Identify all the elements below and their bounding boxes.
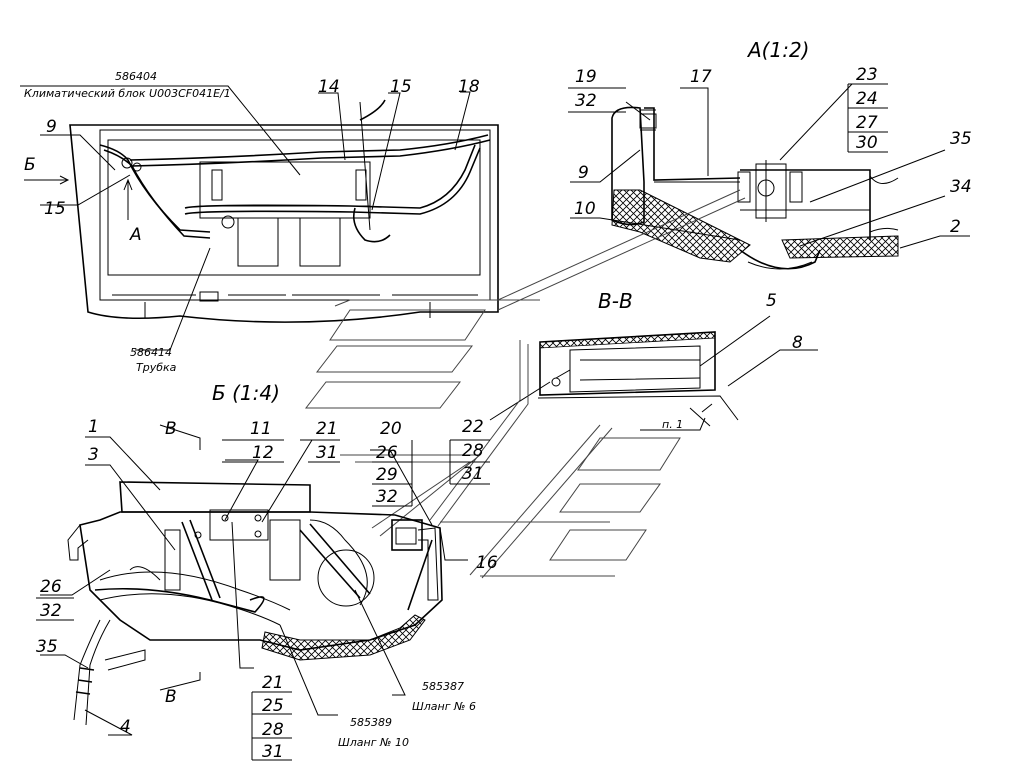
note-p1: п. 1	[662, 418, 683, 431]
callout-18: 18	[458, 77, 480, 97]
callout-34: 34	[950, 177, 972, 197]
marker-v-top: В	[165, 419, 177, 439]
view-b	[36, 424, 490, 761]
climate-name: Климатический блок U003CF041E/1	[24, 87, 231, 100]
callout-9: 9	[578, 163, 589, 183]
callout-15: 15	[390, 77, 412, 97]
callout-16: 16	[476, 553, 498, 573]
callout-23: 23	[856, 65, 878, 85]
callout-26: 26	[40, 577, 62, 597]
callout-30: 30	[856, 133, 878, 153]
hose10-code: 585389	[350, 716, 392, 729]
callout-31: 31	[262, 742, 284, 762]
callout-5: 5	[766, 291, 777, 311]
callout-24: 24	[856, 89, 878, 109]
callout-3: 3	[88, 445, 99, 465]
labels: А(1:2) В-В Б (1:4) Б А В В 586404 Климат…	[24, 38, 972, 762]
callout-17: 17	[690, 67, 712, 87]
callout-21: 21	[316, 419, 338, 439]
view-a-title: А(1:2)	[746, 38, 809, 62]
section-connectors	[334, 189, 746, 579]
callout-19: 19	[575, 67, 597, 87]
callout-14: 14	[318, 77, 340, 97]
callout-8: 8	[792, 333, 803, 353]
callout-1: 1	[88, 417, 99, 437]
callout-4: 4	[120, 717, 131, 737]
callout-22: 22	[462, 417, 484, 437]
top-left-view	[20, 85, 499, 351]
callout-35: 35	[950, 129, 972, 149]
hose6-name: Шланг № 6	[412, 700, 476, 713]
section-v-view	[489, 315, 818, 431]
view-v-title: В-В	[598, 289, 633, 313]
callout-31: 31	[316, 443, 338, 463]
callout-29: 29	[376, 465, 398, 485]
callout-12: 12	[252, 443, 274, 463]
callout-25: 25	[262, 696, 284, 716]
callout-32: 32	[40, 601, 62, 621]
callout-28: 28	[462, 441, 484, 461]
hatch-blocks	[304, 309, 681, 561]
callout-2: 2	[950, 217, 961, 237]
callout-31: 31	[462, 464, 484, 484]
marker-a-arrow: А	[129, 225, 142, 245]
hose10-name: Шланг № 10	[338, 736, 409, 749]
callout-32: 32	[575, 91, 597, 111]
callout-15: 15	[44, 199, 66, 219]
tube-code: 586414	[130, 346, 172, 359]
view-b-title: Б (1:4)	[212, 381, 280, 405]
marker-v-bottom: В	[165, 687, 177, 707]
callout-21: 21	[262, 673, 284, 693]
callout-35: 35	[36, 637, 58, 657]
tube-name: Трубка	[136, 361, 177, 374]
callout-28: 28	[262, 720, 284, 740]
section-a-view	[568, 83, 970, 270]
callout-32: 32	[376, 487, 398, 507]
marker-b-arrow: Б	[24, 155, 36, 175]
callout-9: 9	[46, 117, 57, 137]
callout-27: 27	[856, 113, 878, 133]
hose6-code: 585387	[422, 680, 464, 693]
climate-code: 586404	[115, 70, 157, 83]
callout-11: 11	[250, 419, 272, 439]
callout-10: 10	[574, 199, 596, 219]
callout-20: 20	[380, 419, 402, 439]
callout-26: 26	[376, 443, 398, 463]
